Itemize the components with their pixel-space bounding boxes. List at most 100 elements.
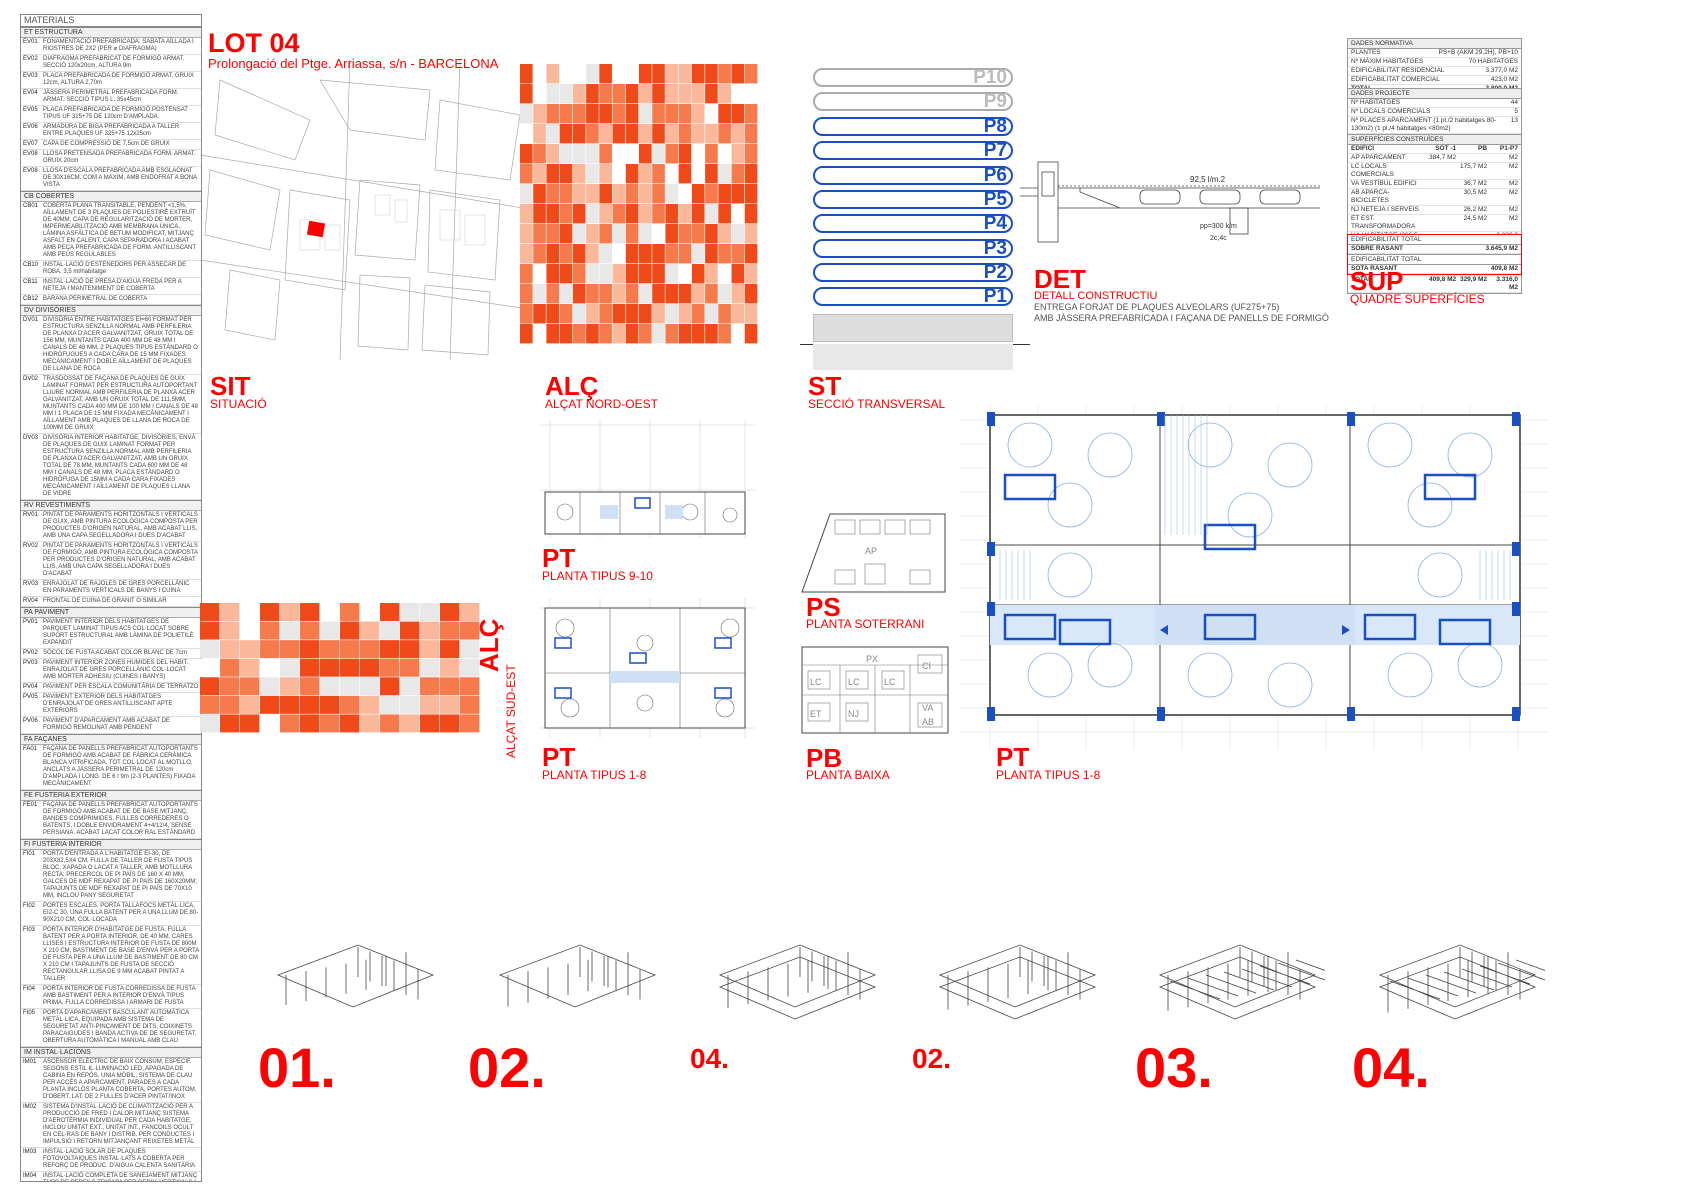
facade-panel [691, 84, 705, 104]
table-header-cell: SOT -1 [1435, 145, 1457, 152]
materials-item-text: FAÇANA DE PANELLS PREFABRICAT AUTOPORTAN… [43, 746, 198, 787]
bathroom-core [1203, 523, 1257, 551]
turning-circle [1367, 422, 1413, 468]
facade-panel [520, 184, 533, 204]
materials-item-code: EV06 [23, 124, 38, 130]
facade-panel [691, 204, 705, 224]
structural-pier [1157, 412, 1165, 426]
facade-panel [691, 284, 705, 304]
phase-axonometric [498, 944, 657, 1008]
facade-panel [612, 184, 626, 204]
facade-panel [718, 124, 731, 144]
tag-nj: NJ [848, 709, 859, 719]
facade-panel [420, 603, 440, 621]
facade-panel [400, 658, 420, 677]
facade-panel [559, 284, 573, 304]
sit-name: SITUACIÓ [210, 397, 267, 411]
facade-panel [533, 124, 546, 144]
facade-panel [360, 640, 380, 659]
alc-no-name: ALÇAT NORD-OEST [545, 397, 658, 411]
facade-panel [572, 324, 586, 344]
plan-typical-1-8-small [540, 598, 755, 738]
facade-panel [705, 264, 718, 284]
facade-panel [300, 714, 320, 733]
facade-panel [665, 244, 679, 264]
facade-panel [731, 124, 745, 144]
facade-panel [718, 84, 731, 104]
facade-panel [718, 164, 731, 184]
structural-pier [1347, 707, 1355, 721]
facade-panel [440, 714, 460, 733]
facade-panel [380, 658, 400, 677]
table-cell [1456, 154, 1487, 162]
facade-panel [300, 640, 320, 659]
materials-item-code: PV04 [23, 684, 38, 690]
facade-panel [340, 640, 360, 659]
facade-panel [260, 695, 280, 714]
facade-panel [665, 204, 679, 224]
facade-panel [420, 714, 440, 733]
facade-panel [220, 677, 240, 696]
facade-panel [572, 204, 586, 224]
facade-panel [744, 144, 758, 164]
facade-panel [572, 84, 586, 104]
facade-panel [625, 124, 639, 144]
facade-panel [380, 640, 400, 659]
facade-panel [280, 621, 300, 640]
facade-panel [678, 224, 692, 244]
table-cell: 44 [1510, 99, 1518, 106]
materials-item-text: LLOSA PRETENSADA PREFABRICADA FORM. ARMA… [43, 151, 196, 164]
facade-panel [300, 695, 320, 714]
tag-lc2: LC [848, 677, 860, 687]
section-floor-p4: P4 [813, 214, 1013, 233]
facade-panel [533, 264, 546, 284]
facade-panel [665, 224, 679, 244]
facade-panel [420, 640, 440, 659]
facade-panel [586, 164, 599, 184]
facade-panel [639, 204, 652, 224]
facade-panel [665, 324, 679, 344]
facade-panel [533, 284, 546, 304]
materials-item-code: DV01 [23, 317, 39, 323]
facade-panel [665, 144, 679, 164]
facade-panel [599, 184, 612, 204]
facade-panel [340, 621, 360, 640]
facade-panel [678, 144, 692, 164]
materials-item-text: PINTAT DE PARAMENTS HORITZONTALS I VERTI… [43, 512, 198, 539]
facade-panel [533, 244, 546, 264]
facade-panel [744, 244, 758, 264]
facade-panel [718, 304, 731, 324]
facade-panel [240, 621, 260, 640]
facade-panel [705, 84, 718, 104]
structural-pier [1512, 707, 1520, 721]
facade-panel [665, 184, 679, 204]
facade-panel [612, 84, 626, 104]
facade-panel [705, 304, 718, 324]
facade-panel [652, 324, 665, 344]
table-cell: 5 [1514, 108, 1518, 115]
materials-item-code: IM04 [23, 1173, 37, 1179]
facade-panel [599, 144, 612, 164]
materials-item-code: PV05 [23, 694, 38, 700]
facade-panel [240, 714, 260, 733]
facade-panel [240, 695, 260, 714]
facade-panel [718, 184, 731, 204]
facade-panel [678, 164, 692, 184]
facade-panel [360, 603, 380, 621]
facade-panel [360, 714, 380, 733]
plan-ground-floor: PX LC LC LC CI ET NJ VA AB [801, 646, 949, 734]
facade-panel [280, 714, 300, 733]
materials-item-text: PAVIMENT INTERIOR ZONES HUMIDES DEL HABI… [43, 660, 189, 680]
materials-item-text: PORTA INTERIOR DE FUSTA CORREDISSA DE FU… [43, 986, 196, 1006]
facade-panel [320, 621, 340, 640]
det-code: DET [1034, 264, 1086, 294]
facade-panel [718, 244, 731, 264]
facade-panel [705, 204, 718, 224]
facade-panel [691, 164, 705, 184]
facade-panel [718, 264, 731, 284]
bathroom-core [1003, 613, 1057, 641]
